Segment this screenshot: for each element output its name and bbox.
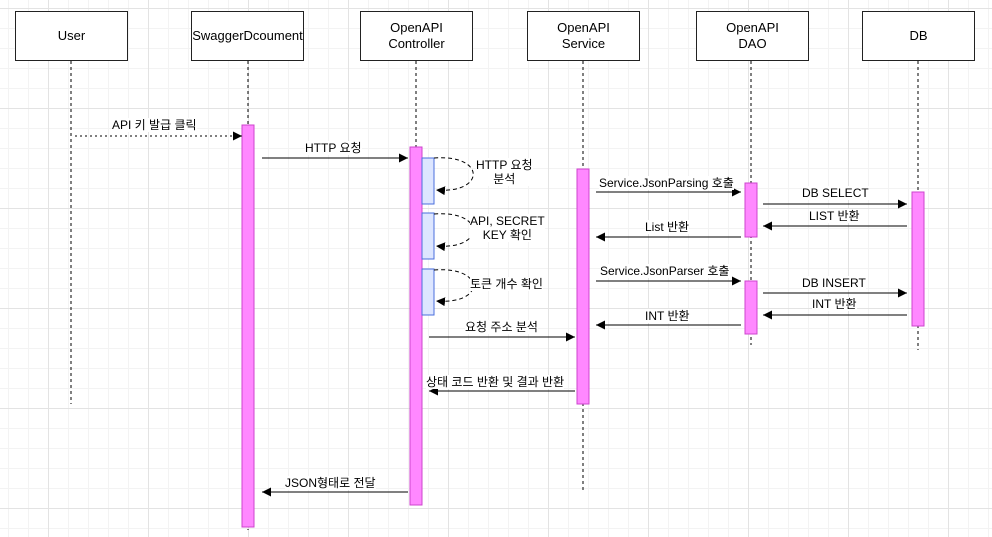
- message-label-int-return-db: INT 반환: [812, 297, 857, 311]
- participant-openapi-service[interactable]: OpenAPI Service: [527, 11, 640, 61]
- activation-bar-db-5: [911, 191, 925, 327]
- participant-label: DB: [909, 28, 928, 43]
- activation-bar-service-2: [576, 168, 590, 405]
- activation-bar-dao-3: [744, 182, 758, 238]
- message-label-api-key-click: API 키 발급 클릭: [112, 118, 197, 132]
- participant-label: OpenAPI Service: [557, 20, 610, 51]
- participant-label: OpenAPI Controller: [388, 20, 445, 51]
- message-label-check-keys: API, SECRET KEY 확인: [470, 214, 545, 242]
- activation-bar-swagger-0: [241, 124, 255, 528]
- message-label-db-select: DB SELECT: [802, 186, 869, 200]
- self-call-arrow-1: [433, 213, 474, 252]
- participant-user[interactable]: User: [15, 11, 128, 61]
- participant-db[interactable]: DB: [862, 11, 975, 61]
- message-label-status-return: 상태 코드 반환 및 결과 반환: [426, 375, 565, 389]
- message-label-check-tokens: 토큰 개수 확인: [470, 277, 543, 291]
- message-label-analyze-request: HTTP 요청 분석: [476, 158, 533, 186]
- self-call-arrow-2: [433, 269, 474, 307]
- message-label-json-deliver: JSON형태로 전달: [285, 476, 376, 490]
- activation-bar-controller-1: [409, 146, 423, 506]
- message-label-json-parsing-call: Service.JsonParsing 호출: [599, 176, 734, 190]
- message-label-db-insert: DB INSERT: [802, 276, 866, 290]
- self-activation-0: [421, 157, 435, 205]
- self-activation-1: [421, 212, 435, 260]
- message-label-int-return-dao: INT 반환: [645, 309, 690, 323]
- message-label-analyze-address: 요청 주소 분석: [465, 320, 538, 334]
- participant-label: OpenAPI DAO: [726, 20, 779, 51]
- self-activation-2: [421, 268, 435, 316]
- message-label-http-request: HTTP 요청: [305, 141, 362, 155]
- participant-openapi-dao[interactable]: OpenAPI DAO: [696, 11, 809, 61]
- participant-openapi-controller[interactable]: OpenAPI Controller: [360, 11, 473, 61]
- self-call-arrow-0: [433, 157, 474, 196]
- participant-label: SwaggerDcoument: [192, 28, 303, 43]
- activation-bar-dao-4: [744, 280, 758, 335]
- participant-label: User: [57, 28, 86, 43]
- message-label-list-return-dao: List 반환: [645, 220, 690, 234]
- message-label-json-parser-call: Service.JsonParser 호출: [600, 264, 730, 278]
- participant-swagger-document[interactable]: SwaggerDcoument: [191, 11, 304, 61]
- message-label-list-return-db: LIST 반환: [809, 209, 860, 223]
